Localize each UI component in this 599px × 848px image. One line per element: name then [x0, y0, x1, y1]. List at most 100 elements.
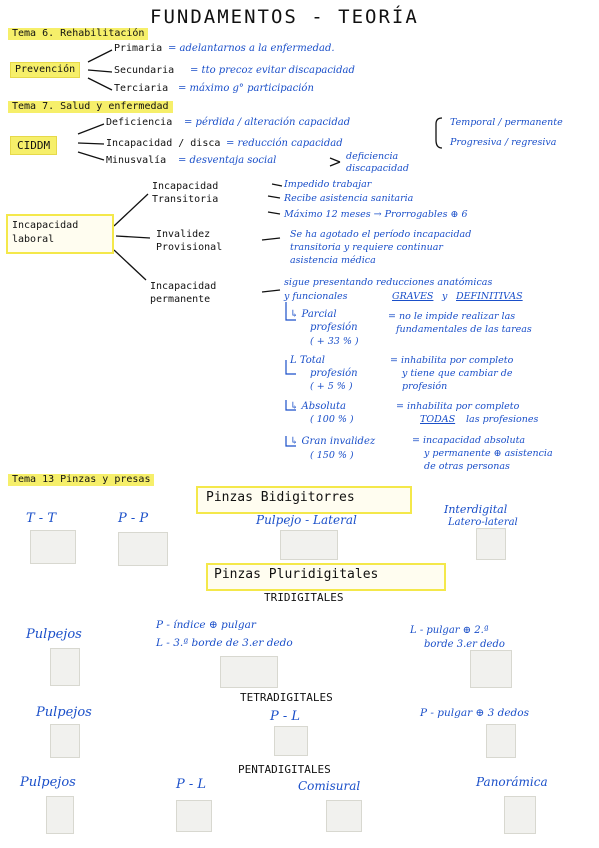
tetra-pl-label: P - L	[270, 709, 301, 724]
pluridigitales-title: Pinzas Pluridigitales	[214, 567, 379, 582]
parcial-label-3: ( + 33 % )	[310, 336, 359, 347]
primaria-label: Primaria	[114, 43, 163, 54]
parcial-label-1: ↳ Parcial	[290, 309, 337, 320]
incapacidad-label: Incapacidad / disca	[106, 138, 221, 149]
transitoria-item: Máximo 12 meses → Prorrogables ⊕ 6	[284, 209, 468, 220]
total-label-3: ( + 5 % )	[310, 381, 353, 392]
parcial-label-2: profesión	[310, 322, 358, 333]
permanente-line: sigue presentando reducciones anatómicas	[284, 277, 493, 288]
definitivas-word: DEFINITIVAS	[456, 291, 523, 302]
hand-tri-right-image	[470, 650, 512, 688]
hand-tetra-right-image	[486, 724, 516, 758]
incapacidad-value: = reducción capacidad	[226, 138, 343, 149]
tri-right-line-2: borde 3.er dedo	[424, 639, 505, 650]
total-label-2: profesión	[310, 368, 358, 379]
minusvalia-label: Minusvalía	[106, 155, 167, 166]
tema7-header: Tema 7. Salud y enfermedad	[8, 101, 173, 113]
transitoria-label-1: Incapacidad	[152, 181, 219, 192]
hand-penta-pulpejos-image	[46, 796, 74, 834]
absoluta-todas: TODAS	[420, 414, 456, 425]
minusvalia-value: = desventaja social	[178, 155, 277, 166]
permanente-label-2: permanente	[150, 294, 211, 305]
bidigitales-title: Pinzas Bidigitorres	[206, 490, 355, 505]
gran-invalidez-desc: = incapacidad absoluta	[412, 435, 526, 446]
secundaria-value: = tto precoz evitar discapacidad	[190, 65, 355, 76]
hand-penta-panoramica-image	[504, 796, 536, 834]
pluridigitales-box	[206, 563, 446, 591]
tri-right-line-1: L - pulgar ⊕ 2.ª	[410, 625, 489, 636]
hand-tetra-pl-image	[274, 726, 308, 756]
penta-pl-label: P - L	[176, 777, 207, 792]
parcial-desc: fundamentales de las tareas	[396, 324, 532, 335]
penta-comisural-label: Comisural	[298, 779, 361, 793]
gran-invalidez-label-2: ( 150 % )	[310, 450, 354, 461]
hand-pulpejo-lateral-image	[280, 530, 338, 560]
provisional-label-1: Invalidez	[156, 229, 211, 240]
prevencion-box: Prevención	[10, 62, 81, 78]
pulpejo-lateral-label: Pulpejo - Lateral	[256, 513, 357, 527]
secundaria-label: Secundaria	[114, 65, 175, 76]
total-desc: = inhabilita por completo	[390, 355, 514, 366]
terciaria-value: = máximo g° participación	[178, 83, 314, 94]
y-word: y	[442, 291, 448, 302]
incapacidad-laboral-box	[6, 214, 114, 254]
tt-label: T - T	[26, 511, 56, 526]
hand-tt-image	[30, 530, 76, 564]
primaria-value: = adelantarnos a la enfermedad.	[168, 43, 335, 54]
pp-label: P - P	[118, 511, 149, 526]
gran-invalidez-desc: de otras personas	[424, 461, 510, 472]
provisional-line: Se ha agotado el período incapacidad	[290, 229, 472, 240]
hand-interdigital-image	[476, 528, 506, 560]
tetradigitales-heading: TETRADIGITALES	[240, 691, 333, 704]
incapacidad-laboral-label-1: Incapacidad	[12, 220, 79, 231]
tri-mid-line-2: L - 3.ª borde de 3.er dedo	[156, 637, 293, 649]
bidigitales-box	[196, 486, 412, 514]
provisional-label-2: Provisional	[156, 242, 223, 253]
transitoria-label-2: Transitoria	[152, 194, 219, 205]
page-title: FUNDAMENTOS - TEORÍA	[150, 6, 419, 28]
graves-word: GRAVES	[392, 291, 434, 302]
total-label-1: L Total	[290, 355, 325, 366]
interdigital-label-1: Interdigital	[444, 503, 508, 516]
absoluta-label-1: ↳ Absoluta	[290, 401, 346, 412]
tetra-pulpejos-label: Pulpejos	[36, 705, 92, 720]
tridigitales-heading: TRIDIGITALES	[264, 591, 344, 604]
gran-invalidez-label-1: ↳ Gran invalidez	[290, 436, 376, 447]
penta-pulpejos-label: Pulpejos	[20, 775, 76, 790]
absoluta-label-2: ( 100 % )	[310, 414, 354, 425]
penta-panoramica-label: Panorámica	[476, 775, 548, 789]
tri-pulpejos-label: Pulpejos	[26, 627, 82, 642]
interdigital-label-2: Latero-lateral	[448, 517, 518, 528]
tema6-header: Tema 6. Rehabilitación	[8, 28, 149, 40]
permanente-line: y funcionales	[284, 291, 348, 302]
hand-pp-image	[118, 532, 168, 566]
gran-invalidez-desc: y permanente ⊕ asistencia	[424, 448, 553, 459]
hand-tetra-pulpejos-image	[50, 724, 80, 758]
temporal-note: Temporal / permanente	[450, 117, 563, 128]
tema13-header: Tema 13 Pinzas y presas	[8, 474, 155, 486]
terciaria-label: Terciaria	[114, 83, 169, 94]
ciddm-box: CIDDM	[10, 136, 58, 155]
pentadigitales-heading: PENTADIGITALES	[238, 763, 331, 776]
provisional-line: asistencia médica	[290, 255, 376, 266]
total-desc: profesión	[402, 381, 448, 392]
deficiencia-r: deficiencia	[346, 151, 399, 162]
parcial-desc: = no le impide realizar las	[388, 311, 516, 322]
provisional-line: transitoria y requiere continuar	[290, 242, 443, 253]
tetra-right-label: P - pulgar ⊕ 3 dedos	[420, 707, 529, 719]
tri-mid-line-1: P - índice ⊕ pulgar	[156, 619, 256, 631]
hand-penta-pl-image	[176, 800, 212, 832]
transitoria-item: Impedido trabajar	[284, 179, 372, 190]
hand-tri-pulpejos-image	[50, 648, 80, 686]
transitoria-item: Recibe asistencia sanitaria	[284, 193, 414, 204]
deficiencia-label: Deficiencia	[106, 117, 173, 128]
progresiva-note: Progresiva / regresiva	[450, 137, 557, 148]
permanente-label-1: Incapacidad	[150, 281, 217, 292]
hand-tri-mid-image	[220, 656, 278, 688]
discapacidad-r: discapacidad	[346, 163, 409, 174]
absoluta-desc-1: = inhabilita por completo	[396, 401, 520, 412]
absoluta-desc-2: las profesiones	[466, 414, 539, 425]
deficiencia-value: = pérdida / alteración capacidad	[184, 117, 351, 128]
total-desc: y tiene que cambiar de	[402, 368, 513, 379]
